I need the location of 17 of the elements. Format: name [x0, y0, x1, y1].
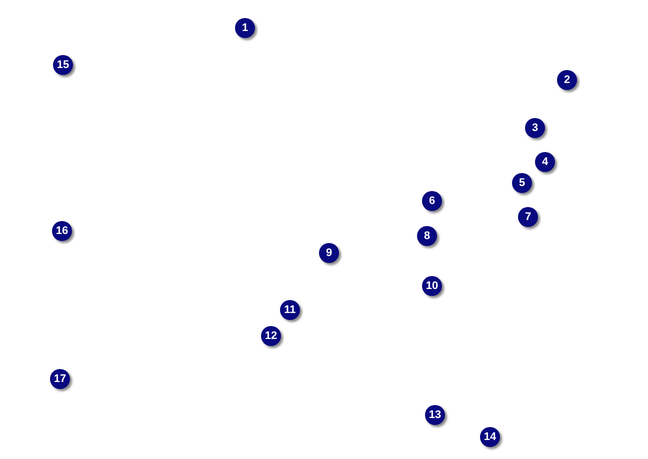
callout-number: 17 — [50, 369, 70, 389]
callout-number: 2 — [557, 70, 577, 90]
callout-number: 14 — [480, 427, 500, 447]
callout-number: 6 — [422, 191, 442, 211]
callout-number: 15 — [53, 55, 73, 75]
callout-number: 3 — [525, 118, 545, 138]
callout-number: 7 — [518, 207, 538, 227]
callout-number: 9 — [319, 243, 339, 263]
callout-number: 8 — [417, 226, 437, 246]
callout-number: 16 — [52, 221, 72, 241]
callout-number: 11 — [280, 300, 300, 320]
callout-number: 12 — [261, 326, 281, 346]
callout-number: 5 — [512, 173, 532, 193]
callout-number: 13 — [425, 405, 445, 425]
callout-number: 10 — [422, 276, 442, 296]
callout-number: 1 — [235, 18, 255, 38]
callout-number: 4 — [535, 152, 555, 172]
